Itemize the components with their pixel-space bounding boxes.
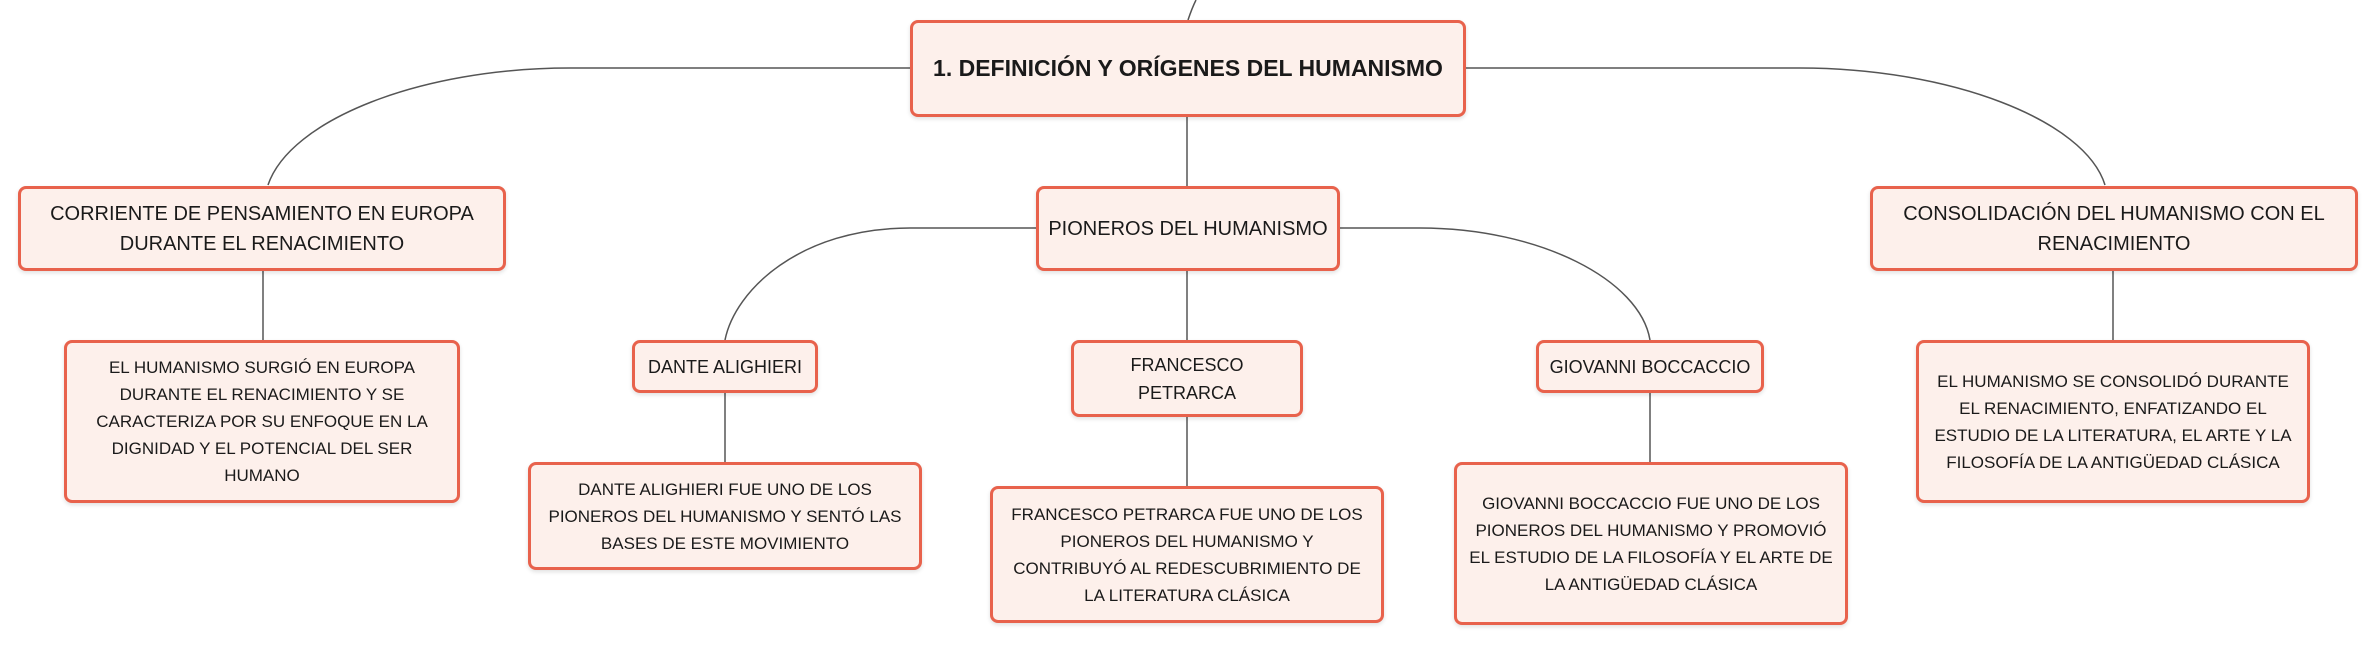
- detail-boccaccio[interactable]: GIOVANNI BOCCACCIO FUE UNO DE LOS PIONER…: [1454, 462, 1848, 625]
- subtopic-boccaccio-label: GIOVANNI BOCCACCIO: [1549, 356, 1751, 377]
- connector-root-right: [1465, 67, 2106, 186]
- topic-center-label: PIONEROS DEL HUMANISMO: [1048, 217, 1328, 240]
- detail-dante[interactable]: DANTE ALIGHIERI FUE UNO DE LOS PIONEROS …: [528, 462, 922, 570]
- detail-petrarca-text: FRANCESCO PETRARCA FUE UNO DE LOS PIONER…: [1011, 504, 1363, 605]
- detail-dante-text: DANTE ALIGHIERI FUE UNO DE LOS PIONEROS …: [548, 479, 902, 553]
- connector-center-boccaccio: [1339, 227, 1651, 341]
- detail-petrarca[interactable]: FRANCESCO PETRARCA FUE UNO DE LOS PIONER…: [990, 486, 1384, 623]
- subtopic-petrarca-label: FRANCESCO PETRARCA: [1130, 354, 1244, 403]
- detail-right[interactable]: EL HUMANISMO SE CONSOLIDÓ DURANTE EL REN…: [1916, 340, 2310, 503]
- detail-left-text: EL HUMANISMO SURGIÓ EN EUROPA DURANTE EL…: [96, 358, 428, 485]
- connector-root-left: [267, 67, 910, 186]
- topic-right-label: CONSOLIDACIÓN DEL HUMANISMO CON EL RENAC…: [1903, 202, 2325, 255]
- subtopic-petrarca[interactable]: FRANCESCO PETRARCA: [1071, 340, 1303, 417]
- connector-parent-root: [1187, 0, 1197, 21]
- connector-center-dante: [724, 227, 1036, 341]
- detail-right-text: EL HUMANISMO SE CONSOLIDÓ DURANTE EL REN…: [1934, 371, 2292, 472]
- root-topic[interactable]: 1. DEFINICIÓN Y ORÍGENES DEL HUMANISMO: [910, 20, 1466, 117]
- topic-left-label: CORRIENTE DE PENSAMIENTO EN EUROPA DURAN…: [50, 202, 474, 255]
- root-topic-label: 1. DEFINICIÓN Y ORÍGENES DEL HUMANISMO: [933, 55, 1443, 81]
- topic-right[interactable]: CONSOLIDACIÓN DEL HUMANISMO CON EL RENAC…: [1870, 186, 2358, 271]
- subtopic-dante[interactable]: DANTE ALIGHIERI: [632, 340, 818, 393]
- topic-left[interactable]: CORRIENTE DE PENSAMIENTO EN EUROPA DURAN…: [18, 186, 506, 271]
- detail-boccaccio-text: GIOVANNI BOCCACCIO FUE UNO DE LOS PIONER…: [1469, 493, 1833, 594]
- topic-center[interactable]: PIONEROS DEL HUMANISMO: [1036, 186, 1340, 271]
- subtopic-boccaccio[interactable]: GIOVANNI BOCCACCIO: [1536, 340, 1764, 393]
- detail-left[interactable]: EL HUMANISMO SURGIÓ EN EUROPA DURANTE EL…: [64, 340, 460, 503]
- subtopic-dante-label: DANTE ALIGHIERI: [647, 356, 803, 377]
